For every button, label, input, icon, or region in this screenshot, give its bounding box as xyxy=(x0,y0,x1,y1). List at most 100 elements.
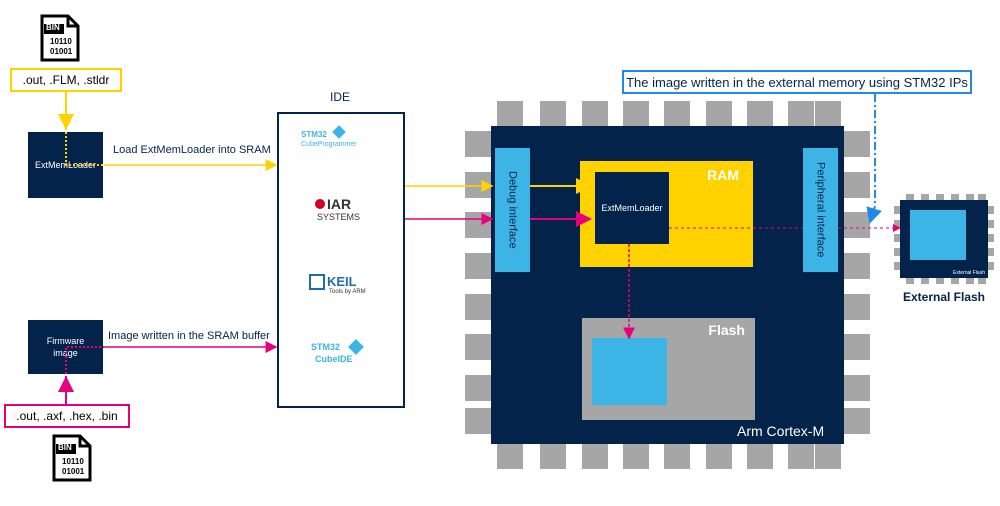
mcu-pin xyxy=(844,375,870,401)
mcu-pin xyxy=(582,101,608,126)
external-flash-pin xyxy=(894,206,900,214)
external-flash-chip-text: External Flash xyxy=(953,270,985,276)
external-flash-pin xyxy=(894,234,900,242)
tool-line2: CubeProgrammer xyxy=(301,141,357,148)
bin-file-icon-bottom: BIN 10110 01001 xyxy=(50,432,94,484)
callout-connector xyxy=(866,94,882,224)
bin-tag: BIN xyxy=(58,443,72,452)
tool-line1: IAR xyxy=(327,196,352,212)
external-flash-pin xyxy=(906,278,914,284)
bin-file-icon-top: BIN 10110 01001 xyxy=(38,12,82,64)
mcu-pin xyxy=(623,101,649,126)
external-flash-pin xyxy=(966,194,974,200)
mcu-pin xyxy=(540,444,566,469)
external-flash-pin xyxy=(988,248,994,256)
load-arrow-label: Load ExtMemLoader into SRAM xyxy=(113,144,271,156)
mcu-pin xyxy=(465,408,491,434)
mcu-pin xyxy=(540,101,566,126)
mcu-pin xyxy=(844,294,870,320)
external-flash-pin xyxy=(978,278,986,284)
ram-label: RAM xyxy=(707,167,739,183)
external-flash-pin xyxy=(951,194,959,200)
mcu-pin xyxy=(844,172,870,198)
binary-file-icon xyxy=(40,14,80,62)
loader-dotted-path xyxy=(65,128,104,166)
mcu-pin xyxy=(844,253,870,279)
mcu-pin xyxy=(623,444,649,469)
mcu-pin xyxy=(788,101,814,126)
external-flash-pin xyxy=(988,234,994,242)
external-flash-pin xyxy=(966,278,974,284)
firmware-dotted-path xyxy=(65,346,104,378)
external-flash-pin xyxy=(936,278,944,284)
mcu-pin xyxy=(815,101,841,126)
mcu-pin xyxy=(844,131,870,157)
loader-formats-box: .out, .FLM, .stldr xyxy=(10,68,122,92)
mcu-pin xyxy=(844,334,870,360)
external-flash-label: External Flash xyxy=(902,290,986,304)
keil-logo-icon xyxy=(309,274,325,290)
mcu-pin xyxy=(465,131,491,157)
external-flash-pin xyxy=(894,248,900,256)
debug-interface: Debug interface xyxy=(495,148,530,272)
external-flash-pin xyxy=(988,206,994,214)
mcu-pin xyxy=(788,444,814,469)
mcu-pin xyxy=(582,444,608,469)
external-flash-pin xyxy=(936,194,944,200)
tool-line1: STM32 xyxy=(311,342,341,352)
external-flash-pin xyxy=(988,262,994,270)
mcu-pin xyxy=(664,101,690,126)
external-flash-pin xyxy=(978,194,986,200)
flash-buffer xyxy=(592,338,667,405)
bin-line2: 01001 xyxy=(50,47,73,56)
mcu-pin xyxy=(706,444,732,469)
mcu-pin xyxy=(465,334,491,360)
ide-title: IDE xyxy=(329,90,350,104)
bin-line1: 10110 xyxy=(50,37,72,46)
binary-file-icon xyxy=(52,434,92,482)
core-label: Arm Cortex-M xyxy=(737,423,825,439)
tool-line2: Tools by ARM xyxy=(329,289,366,295)
external-flash-pin xyxy=(921,278,929,284)
external-flash-chip: External Flash xyxy=(900,200,988,278)
bin-line2: 01001 xyxy=(62,467,85,476)
external-flash-pin xyxy=(906,194,914,200)
tool-line1: KEIL xyxy=(327,274,357,289)
external-flash-die xyxy=(910,210,966,260)
external-flash-pin xyxy=(988,220,994,228)
external-flash-pin xyxy=(894,262,900,270)
peripheral-interface: Peripheral interface xyxy=(803,148,838,272)
tool-line1: STM32 xyxy=(301,130,327,139)
ram-extmemloader: ExtMemLoader xyxy=(595,172,669,244)
mcu-pin xyxy=(747,101,773,126)
mcu-pin xyxy=(465,375,491,401)
tool-line2: SYSTEMS xyxy=(317,212,361,222)
external-flash-pin xyxy=(951,278,959,284)
mcu-pin xyxy=(497,444,523,469)
mcu-pin xyxy=(664,444,690,469)
ide-tool-cubeide: STM32 CubeIDE xyxy=(311,339,381,366)
mcu-pin xyxy=(844,212,870,238)
iar-logo-icon xyxy=(315,199,325,209)
external-flash-pin xyxy=(921,194,929,200)
external-callout: The image written in the external memory… xyxy=(622,70,972,94)
ide-box: STM32 CubeProgrammer IAR SYSTEMS KEIL To… xyxy=(277,112,405,408)
firmware-formats-box: .out, .axf, .hex, .bin xyxy=(4,404,130,428)
ide-tool-keil: KEIL Tools by ARM xyxy=(309,274,379,300)
mcu-pin xyxy=(706,101,732,126)
flash-label: Flash xyxy=(708,322,745,338)
mcu-pin xyxy=(497,101,523,126)
mcu-pin xyxy=(465,294,491,320)
mcu-pin xyxy=(747,444,773,469)
mcu-pin xyxy=(844,408,870,434)
tool-line2: CubeIDE xyxy=(315,354,353,364)
mcu-pin xyxy=(815,444,841,469)
mcu-pin xyxy=(465,253,491,279)
ram-extmemloader-label: ExtMemLoader xyxy=(601,203,663,213)
ide-tool-cubeprogrammer: STM32 CubeProgrammer xyxy=(301,125,385,154)
bin-line1: 10110 xyxy=(62,457,84,466)
ide-tool-iar: IAR SYSTEMS xyxy=(315,196,375,226)
write-arrow-label: Image written in the SRAM buffer xyxy=(108,330,270,342)
bin-tag: BIN xyxy=(46,23,60,32)
